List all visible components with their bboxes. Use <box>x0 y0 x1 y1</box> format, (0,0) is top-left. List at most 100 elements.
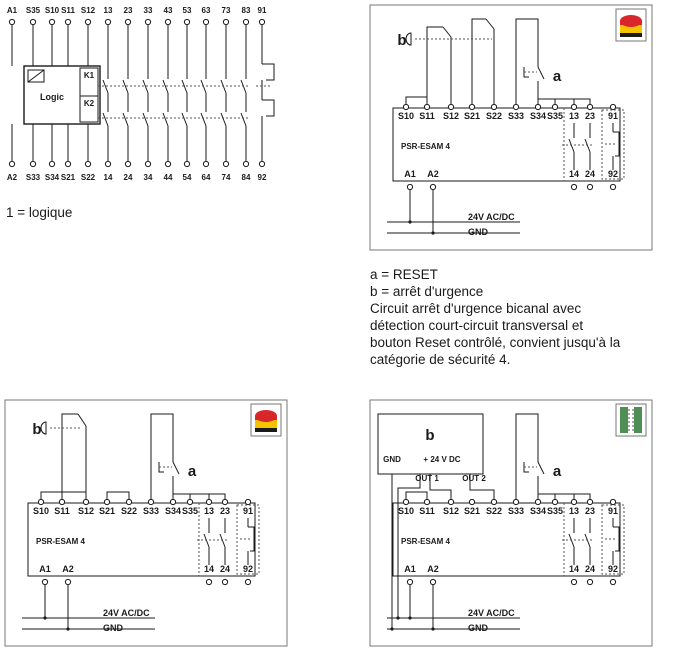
supply-label: 24V AC/DC <box>103 608 150 618</box>
device-top-label: S35 <box>547 506 563 516</box>
nc-contact <box>262 63 275 81</box>
relay-bottom-label: 44 <box>164 173 173 182</box>
sensor-24v-wire <box>397 474 421 618</box>
power-terminal <box>429 578 437 586</box>
device-top-label: S34 <box>530 111 546 121</box>
device-top-terminal <box>534 103 542 111</box>
contact-blade <box>142 79 149 94</box>
device-top-terminal <box>244 498 252 506</box>
relay-top-terminal <box>104 18 112 26</box>
power-terminal-label: A2 <box>427 564 439 574</box>
device-top-terminal <box>402 103 410 111</box>
output-terminal <box>205 578 213 586</box>
relay-top-terminal <box>164 18 172 26</box>
output-terminal-label: 24 <box>585 564 595 574</box>
relay-bottom-terminal <box>104 160 112 168</box>
gnd-label: GND <box>103 623 124 633</box>
nc-output-box <box>601 109 625 180</box>
device-box <box>27 502 256 577</box>
output-terminal-label: 92 <box>608 169 618 179</box>
converter-diagonal <box>27 69 45 83</box>
reset-blade <box>537 66 545 80</box>
legend-desc-2: détection court-circuit transversal et <box>370 318 584 333</box>
device-top-terminal <box>82 498 90 506</box>
relay-internal-diagram: A1A2S35S33S10S34S11S21S12S22131423243334… <box>7 6 275 182</box>
device-top-label: S11 <box>54 506 70 516</box>
device-top-terminal <box>423 103 431 111</box>
out2-label: OUT 2 <box>462 474 486 483</box>
device-label: PSR-ESAM 4 <box>36 537 85 546</box>
estop-blade <box>442 26 452 38</box>
converter-symbol <box>27 69 45 83</box>
device-top-label: S11 <box>419 111 435 121</box>
relay-top-terminal <box>124 18 132 26</box>
junction <box>396 616 400 620</box>
reset-wire <box>515 413 539 499</box>
device-top-terminal <box>551 103 559 111</box>
relay-bottom-terminal <box>258 160 266 168</box>
relay-top-terminal <box>242 18 250 26</box>
relay-top-terminal <box>183 18 191 26</box>
device-top-label: S35 <box>182 506 198 516</box>
relay-top-terminal <box>144 18 152 26</box>
power-terminal-label: A1 <box>39 564 51 574</box>
output-terminal <box>586 578 594 586</box>
relay-top-label: 43 <box>164 6 173 15</box>
power-terminal <box>41 578 49 586</box>
device-top-label: 23 <box>585 506 595 516</box>
relay-bottom-terminal <box>202 160 210 168</box>
junction <box>390 627 394 631</box>
device-top-terminal <box>570 103 578 111</box>
device-label: PSR-ESAM 4 <box>401 142 450 151</box>
device-label: PSR-ESAM 4 <box>401 537 450 546</box>
contact-blade <box>181 112 188 127</box>
output-terminal-label: 14 <box>569 169 579 179</box>
relay-top-label: A1 <box>7 6 18 15</box>
power-terminal <box>64 578 72 586</box>
relay-top-terminal <box>29 18 37 26</box>
device-top-terminal <box>221 498 229 506</box>
device-top-label: S34 <box>530 506 546 516</box>
device-top-terminal <box>570 498 578 506</box>
bridge-s10-s11 <box>405 491 428 499</box>
junction <box>43 616 47 620</box>
device-top-label: S10 <box>398 111 414 121</box>
reset-button <box>158 462 164 473</box>
device-top-label: S10 <box>398 506 414 516</box>
device-top-terminal <box>125 498 133 506</box>
device-top-terminal <box>169 498 177 506</box>
device-top-label: 13 <box>569 506 579 516</box>
estop-label: b <box>32 421 41 438</box>
relay-bottom-label: S34 <box>45 173 60 182</box>
estop-label: b <box>397 32 406 49</box>
device-top-label: 91 <box>243 506 253 516</box>
device-top-label: S12 <box>443 111 459 121</box>
power-terminal-label: A1 <box>404 169 416 179</box>
relay-bottom-label: S33 <box>26 173 41 182</box>
device-top-label: S22 <box>486 111 502 121</box>
device-top-terminal <box>490 103 498 111</box>
device-top-terminal <box>447 103 455 111</box>
power-terminal-label: A1 <box>404 564 416 574</box>
relay-bottom-label: 84 <box>242 173 251 182</box>
supply-label: 24V AC/DC <box>468 212 515 222</box>
device-top-label: S21 <box>464 111 480 121</box>
logic-box <box>23 65 101 125</box>
junction <box>431 231 435 235</box>
device-top-label: S22 <box>486 506 502 516</box>
reset-label: a <box>553 68 562 85</box>
k2-label: K2 <box>84 99 95 108</box>
device-top-label: S33 <box>143 506 159 516</box>
device-top-terminal <box>186 498 194 506</box>
panel-frame <box>369 4 653 251</box>
reset-label: a <box>553 463 562 480</box>
contact-blade <box>142 112 149 127</box>
k1-label: K1 <box>84 71 95 80</box>
relay-top-terminal <box>48 18 56 26</box>
device-box <box>392 502 621 577</box>
output-terminal-label: 24 <box>585 169 595 179</box>
device-top-label: 91 <box>608 506 618 516</box>
relay-top-terminal <box>202 18 210 26</box>
